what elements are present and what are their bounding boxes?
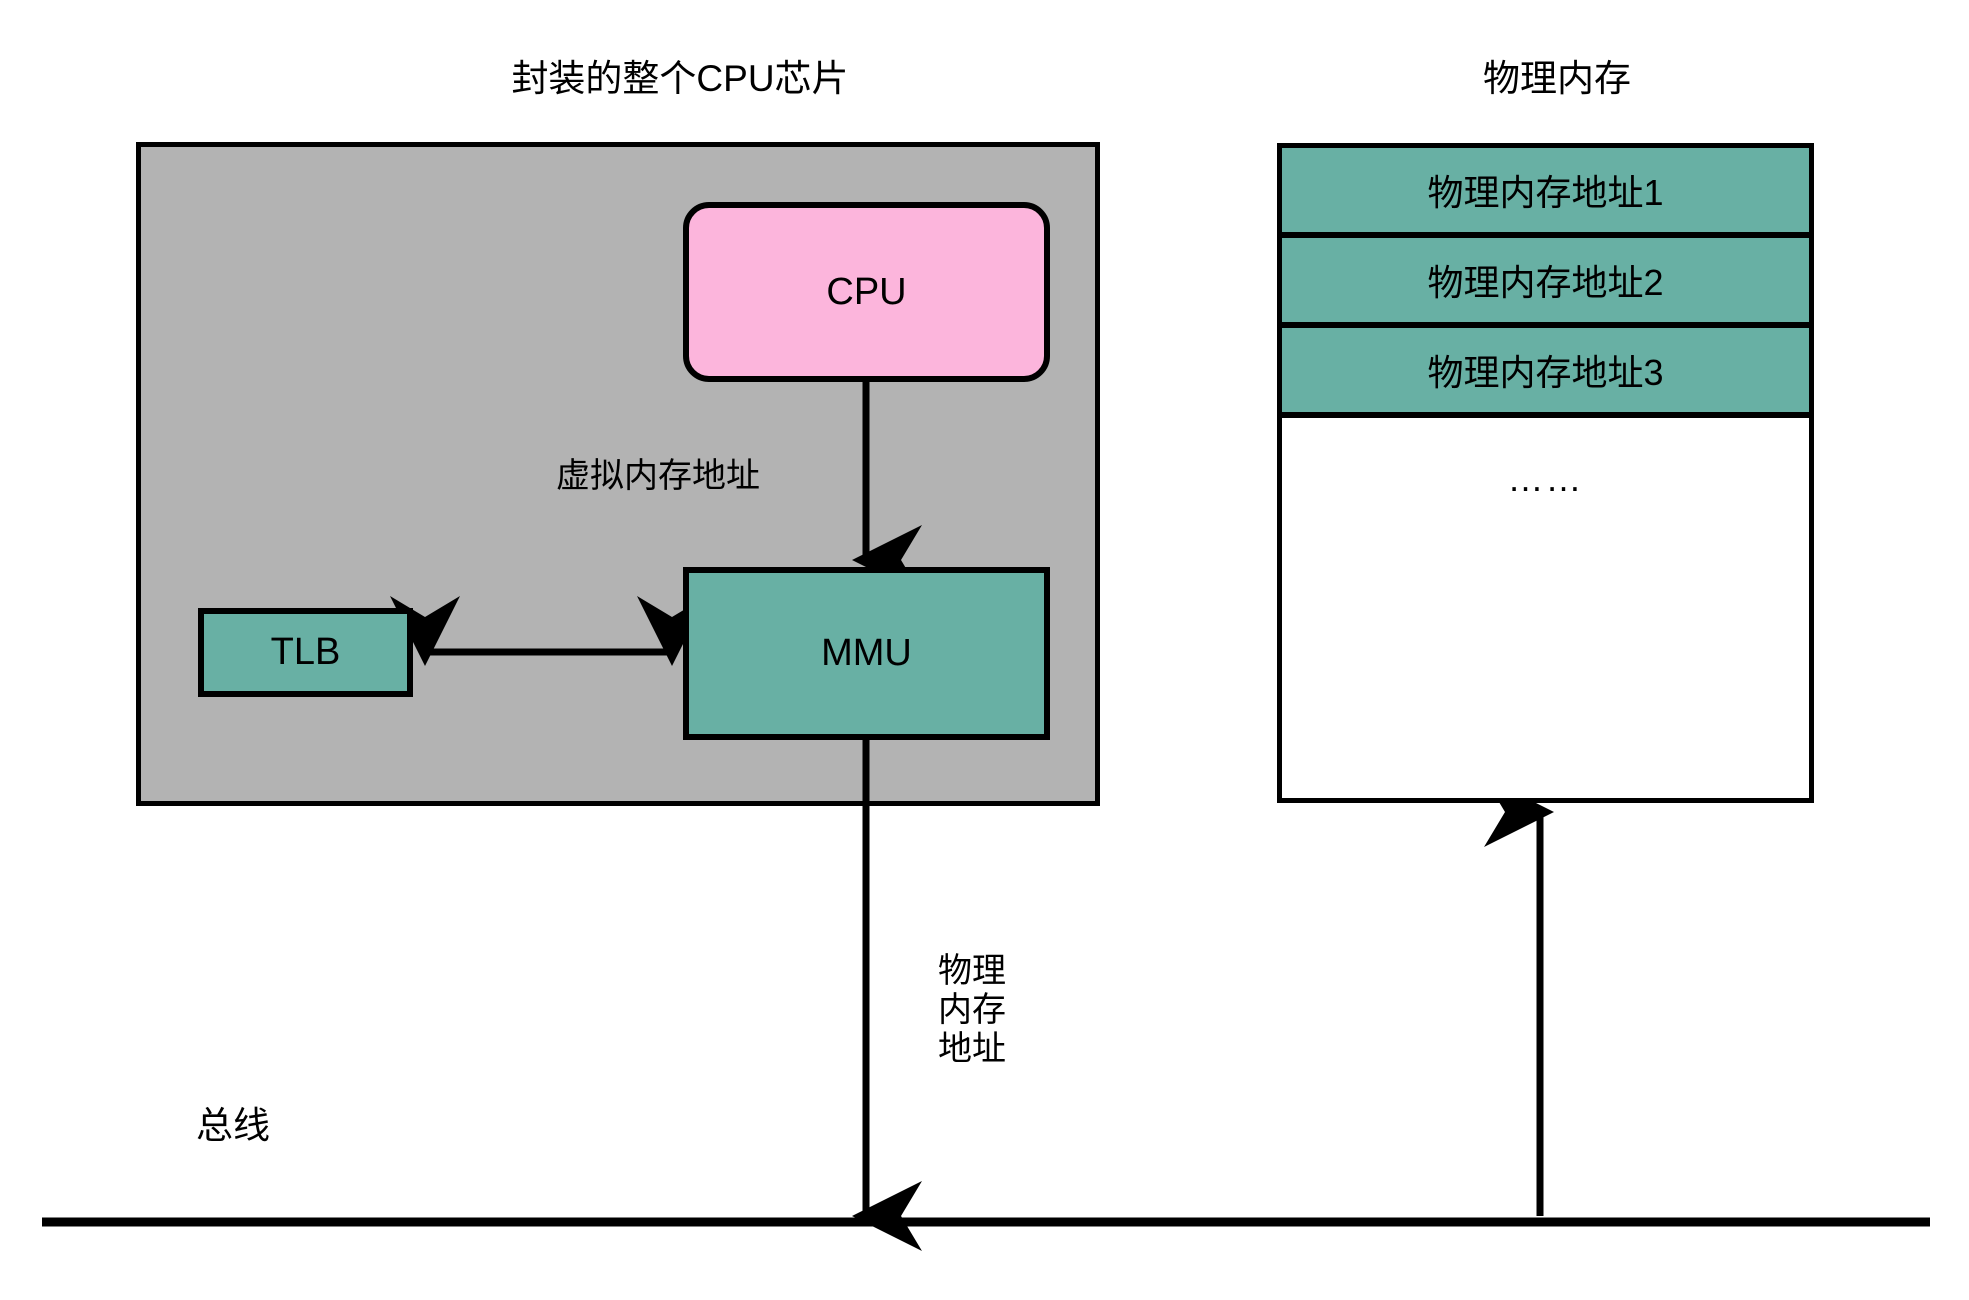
tlb-block[interactable]: TLB xyxy=(198,608,413,697)
memory-row-label: 物理内存地址1 xyxy=(1427,172,1664,213)
cpu-block[interactable]: CPU xyxy=(683,202,1050,382)
virtual-address-label: 虚拟内存地址 xyxy=(556,457,760,495)
mmu-block[interactable]: MMU xyxy=(683,567,1050,740)
tlb-block-label: TLB xyxy=(270,631,341,673)
physical-memory-box: 物理内存地址1 物理内存地址2 物理内存地址3 …… xyxy=(1277,143,1814,803)
chip-title: 封装的整个CPU芯片 xyxy=(511,58,849,99)
memory-row-label: 物理内存地址2 xyxy=(1427,262,1664,303)
memory-row[interactable]: 物理内存地址2 xyxy=(1282,238,1809,328)
mmu-block-label: MMU xyxy=(821,632,912,674)
memory-row-label: 物理内存地址3 xyxy=(1427,352,1664,393)
memory-ellipsis: …… xyxy=(1507,458,1584,499)
cpu-block-label: CPU xyxy=(826,270,907,313)
memory-row[interactable]: 物理内存地址1 xyxy=(1282,148,1809,238)
memory-row[interactable]: 物理内存地址3 xyxy=(1282,328,1809,418)
bus-label: 总线 xyxy=(196,1105,270,1146)
memory-title: 物理内存 xyxy=(1483,58,1631,99)
physical-address-label: 物理 内存 地址 xyxy=(938,952,1006,1069)
